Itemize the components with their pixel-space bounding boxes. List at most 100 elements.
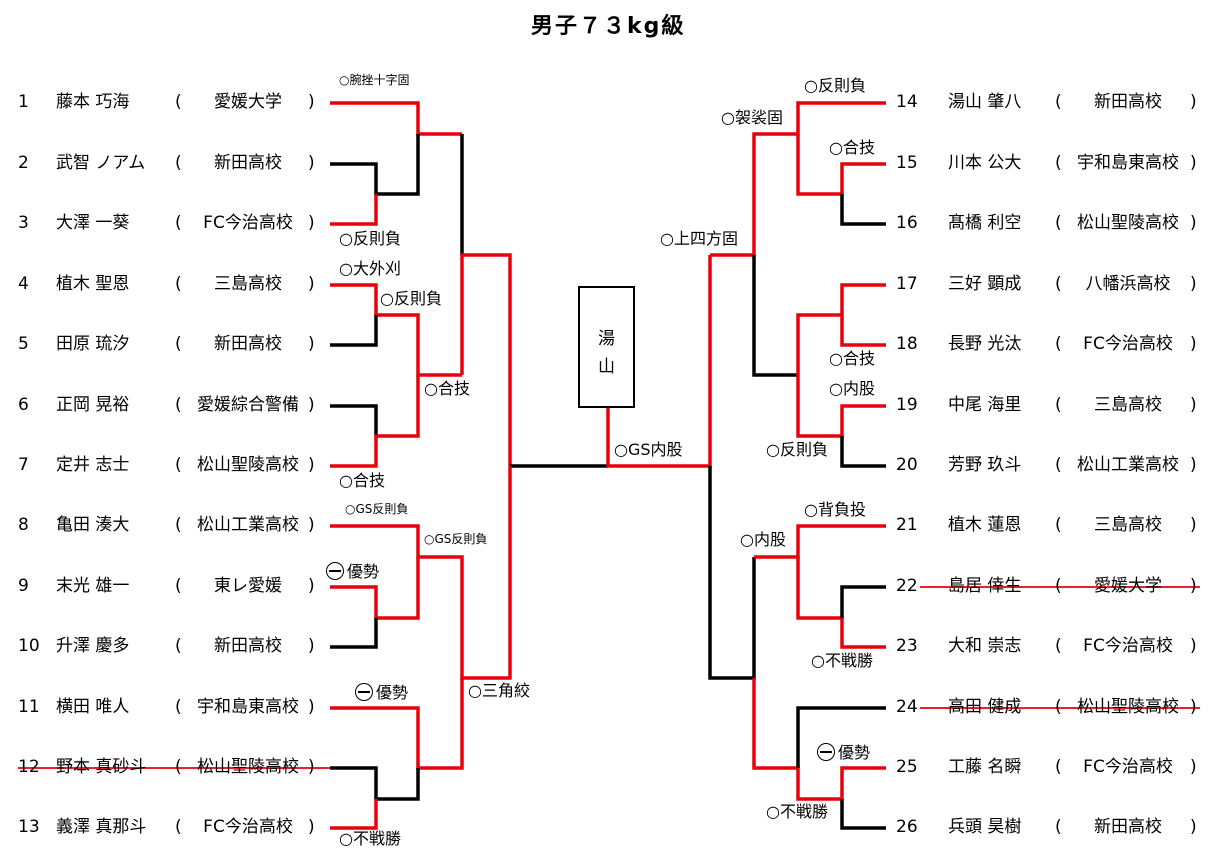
result-label: ○合技 [829, 351, 875, 367]
paren-open: ( [1055, 757, 1062, 777]
winner-char-2: 山 [598, 357, 615, 377]
result-text: ○内股 [740, 530, 786, 549]
result-label: ○合技 [829, 140, 875, 156]
player-name: 武智 ノアム [56, 153, 146, 173]
player-team: 松山工業高校 [197, 515, 299, 535]
player-team: 愛媛綜合警備 [197, 395, 299, 415]
result-label: ○不戦勝 [766, 804, 828, 820]
winner-box: 湯 山 [578, 286, 635, 408]
seed-number: 26 [896, 817, 918, 837]
seed-number: 25 [896, 757, 918, 777]
player-name: 横田 唯人 [56, 697, 130, 717]
player-name: 湯山 肇八 [948, 92, 1022, 112]
result-label: ○不戦勝 [811, 653, 873, 669]
paren-open: ( [175, 697, 182, 717]
player-team: 三島高校 [1094, 515, 1162, 535]
paren-open: ( [175, 576, 182, 596]
paren-close: ) [308, 274, 315, 294]
result-text: ○反則負 [380, 289, 442, 308]
player-name: 大澤 一葵 [56, 213, 130, 233]
bracket-line [752, 255, 798, 377]
player-name: 末光 雄一 [56, 576, 130, 596]
player-name: 髙橋 利空 [948, 213, 1022, 233]
bracket-line [330, 766, 420, 801]
paren-open: ( [1055, 636, 1062, 656]
paren-open: ( [1055, 213, 1062, 233]
player-team: 新田高校 [1094, 92, 1162, 112]
paren-open: ( [1055, 817, 1062, 837]
paren-open: ( [1055, 92, 1062, 112]
paren-open: ( [175, 213, 182, 233]
player-team: 松山聖陵高校 [197, 757, 299, 777]
paren-open: ( [1055, 697, 1062, 717]
result-label: ○GS反則負 [345, 503, 408, 515]
paren-close: ) [308, 817, 315, 837]
paren-close: ) [1190, 92, 1197, 112]
paren-close: ) [1190, 213, 1197, 233]
bracket-line [840, 194, 886, 226]
seed-number: 3 [18, 213, 29, 233]
player-name: 工藤 名瞬 [948, 757, 1022, 777]
seed-number: 4 [18, 274, 29, 294]
result-text: ○反則負 [766, 440, 828, 459]
player-team: 新田高校 [1094, 817, 1162, 837]
paren-open: ( [1055, 395, 1062, 415]
seed-number: 1 [18, 92, 29, 112]
seed-number: 20 [896, 455, 918, 475]
paren-open: ( [175, 455, 182, 475]
seed-number: 12 [18, 757, 40, 777]
player-name: 正岡 晃裕 [56, 395, 130, 415]
paren-close: ) [308, 334, 315, 354]
paren-open: ( [175, 92, 182, 112]
player-team: 愛媛大学 [1094, 576, 1162, 596]
seed-number: 23 [896, 636, 918, 656]
paren-open: ( [1055, 274, 1062, 294]
paren-close: ) [308, 697, 315, 717]
result-label: ○反則負 [339, 231, 401, 247]
paren-close: ) [1190, 697, 1197, 717]
bracket-line [330, 283, 462, 377]
bracket-line [606, 255, 712, 468]
bracket-line [840, 799, 886, 830]
paren-close: ) [1190, 455, 1197, 475]
seed-number: 11 [18, 697, 40, 717]
player-name: 田原 琉汐 [56, 334, 130, 354]
seed-number: 24 [896, 697, 918, 717]
player-team: 三島高校 [1094, 395, 1162, 415]
result-label: ○内股 [740, 532, 786, 548]
seed-number: 2 [18, 153, 29, 173]
result-label: ○三角絞 [468, 683, 530, 699]
seed-number: 6 [18, 395, 29, 415]
player-team: 三島高校 [214, 274, 282, 294]
player-name: 定井 志士 [56, 455, 130, 475]
paren-open: ( [1055, 334, 1062, 354]
result-text: ○不戦勝 [339, 829, 401, 848]
paren-close: ) [1190, 576, 1197, 596]
seed-number: 8 [18, 515, 29, 535]
player-name: 升澤 慶多 [56, 636, 130, 656]
paren-close: ) [308, 636, 315, 656]
bracket-line [330, 618, 378, 649]
result-label: 優勢 [355, 683, 408, 701]
seed-number: 9 [18, 576, 29, 596]
result-text: ○GS反則負 [424, 532, 488, 546]
seed-number: 22 [896, 576, 918, 596]
player-name: 芳野 玖斗 [948, 455, 1022, 475]
paren-open: ( [1055, 455, 1062, 475]
player-name: 川本 公大 [948, 153, 1022, 173]
player-team: 松山工業高校 [1077, 455, 1179, 475]
player-team: FC今治高校 [203, 817, 293, 837]
bracket-line [330, 466, 512, 680]
paren-close: ) [1190, 757, 1197, 777]
paren-close: ) [1190, 636, 1197, 656]
page-title: 男子７３kg級 [531, 14, 686, 39]
bracket-line [330, 101, 462, 136]
paren-close: ) [1190, 395, 1197, 415]
player-team: 愛媛大学 [214, 92, 282, 112]
result-label: ○背負投 [804, 502, 866, 518]
result-text: ○袈裟固 [721, 108, 783, 127]
bracket-line [796, 283, 886, 438]
minus-circle-icon [326, 562, 344, 580]
result-label: ○腕挫十字固 [339, 74, 409, 86]
